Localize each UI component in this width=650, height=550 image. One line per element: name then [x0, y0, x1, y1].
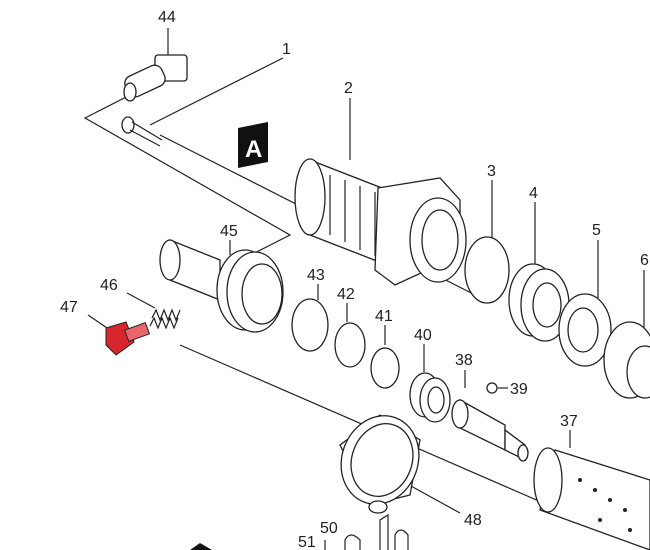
label-5: 5 — [592, 222, 601, 239]
label-43: 43 — [307, 267, 325, 284]
label-6: 6 — [640, 252, 649, 269]
part-41-o-ring — [370, 347, 400, 389]
part-47-screw-highlighted — [105, 321, 151, 356]
part-1-screw — [121, 116, 163, 147]
label-3: 3 — [487, 163, 496, 180]
label-41: 41 — [375, 308, 393, 325]
part-labels: 44 1 2 3 4 5 6 45 43 42 41 40 38 39 37 4… — [60, 9, 649, 550]
label-51: 51 — [298, 534, 316, 550]
label-45: 45 — [220, 223, 238, 240]
part-45-threaded-sleeve — [159, 239, 284, 333]
label-42: 42 — [337, 286, 355, 303]
part-43-o-ring — [291, 298, 329, 352]
part-6-gear — [603, 321, 650, 399]
section-marker-a: A — [238, 122, 268, 168]
part-39-ball — [486, 382, 498, 394]
label-47: 47 — [60, 299, 78, 316]
part-2-cage-housing — [294, 158, 467, 286]
part-46-spring — [149, 308, 181, 330]
part-37-rotor-cylinder — [533, 447, 650, 550]
part-38-shaft — [451, 398, 529, 462]
part-50-51-bracket — [190, 513, 409, 550]
part-42-o-ring — [334, 322, 366, 368]
label-46: 46 — [100, 277, 118, 294]
part-48-clamp-ring — [339, 414, 421, 514]
part-40-seal — [409, 372, 451, 423]
label-4: 4 — [529, 185, 538, 202]
label-39: 39 — [510, 381, 528, 398]
section-marker-label: A — [245, 136, 262, 163]
label-37: 37 — [560, 413, 578, 430]
label-44: 44 — [158, 9, 176, 26]
label-1: 1 — [282, 41, 291, 58]
label-2: 2 — [344, 80, 353, 97]
part-44-fitting — [123, 54, 188, 102]
part-5-washer — [558, 293, 612, 367]
label-40: 40 — [414, 327, 432, 344]
part-3-o-ring — [464, 236, 510, 304]
part-4-bearing — [508, 263, 570, 342]
label-48: 48 — [464, 512, 482, 529]
label-38: 38 — [455, 352, 473, 369]
label-50: 50 — [320, 520, 338, 537]
